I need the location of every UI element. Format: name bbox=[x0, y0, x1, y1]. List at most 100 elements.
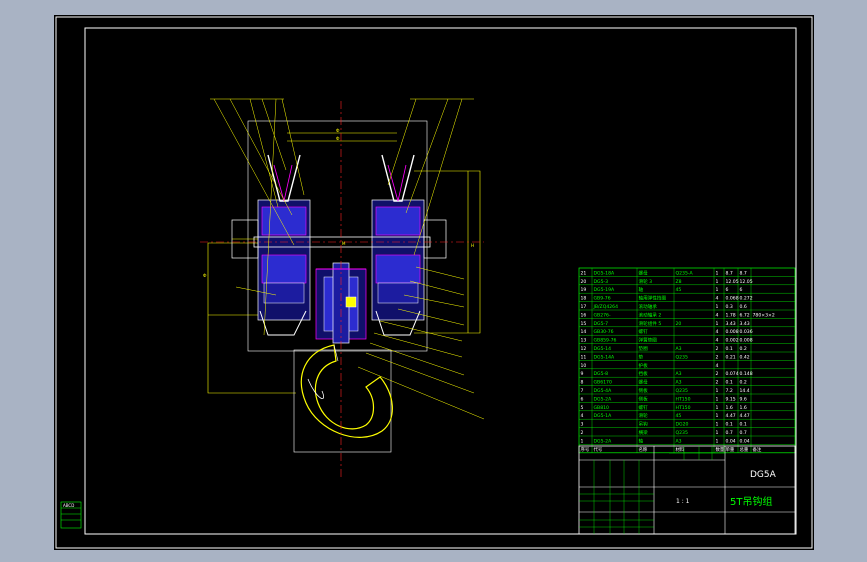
bom-cell-material: 45 bbox=[676, 413, 682, 419]
bom-cell-material: Q235-A bbox=[676, 270, 694, 276]
bom-cell-code: DG5-8 bbox=[594, 371, 609, 377]
bom-row: 10 护板 4 bbox=[579, 362, 795, 369]
bom-cell-code: DG5-14A bbox=[594, 354, 616, 360]
bom-cell-w2: 0.2 bbox=[740, 380, 747, 386]
bom-cell-w2: 3.43 bbox=[740, 321, 750, 327]
bom-cell-no: 13 bbox=[581, 338, 587, 344]
bom-cell-name: 滚动轴承 bbox=[639, 303, 658, 310]
bom-cell-no: 17 bbox=[581, 304, 587, 310]
bom-header-cell: 备注 bbox=[753, 446, 762, 453]
bom-cell-name: 侧板 bbox=[639, 387, 649, 394]
bom-cell-name: 垫圈 bbox=[639, 345, 649, 352]
bom-cell-no: 5 bbox=[581, 405, 584, 411]
bom-cell-w1: 0.3 bbox=[726, 304, 733, 310]
bom-cell-qty: 4 bbox=[716, 363, 719, 369]
dim-left: Ф bbox=[203, 273, 207, 278]
bom-cell-w2: 0.148 bbox=[740, 371, 753, 377]
bom-cell-name: 轴用弹性挡圈 bbox=[639, 295, 667, 302]
bom-cell-name: 吊钩 bbox=[639, 421, 649, 428]
bom-cell-name: 滚动轴承 2 bbox=[639, 311, 662, 318]
scale-mark: 1 : 1 bbox=[676, 498, 690, 505]
bom-cell-code: DG5-2A bbox=[594, 396, 613, 402]
bom-cell-name: 护板 bbox=[639, 362, 649, 369]
bom-cell-w2: 4.47 bbox=[740, 413, 750, 419]
bom-cell-w2: 0.6 bbox=[740, 304, 747, 310]
bom-cell-w1: 0.008 bbox=[726, 329, 739, 335]
bom-cell-name: 滑轮组件 5 bbox=[639, 320, 662, 327]
bom-cell-material: HT150 bbox=[676, 396, 691, 402]
bom-cell-qty: 2 bbox=[716, 371, 719, 377]
bom-cell-w2: 6.72 bbox=[740, 312, 750, 318]
bom-cell-material: A3 bbox=[676, 438, 682, 444]
leaders-left bbox=[235, 286, 277, 296]
bom-cell-w2: 0.7 bbox=[740, 430, 747, 436]
bom-cell-w1: 0.1 bbox=[726, 422, 733, 428]
bom-cell-qty: 1 bbox=[716, 396, 719, 402]
bom-cell-w2: 14.4 bbox=[740, 388, 750, 394]
bom-cell-w1: 0.21 bbox=[726, 354, 736, 360]
bom-cell-w1: 0.7 bbox=[726, 430, 733, 436]
outer-frame bbox=[55, 16, 813, 549]
bom-cell-w2: 0.2 bbox=[740, 346, 747, 352]
bom-cell-qty: 1 bbox=[716, 422, 719, 428]
bom-cell-qty: 1 bbox=[716, 413, 719, 419]
bom-cell-code: DG5-19A bbox=[594, 287, 616, 293]
bom-cell-material: A3 bbox=[676, 346, 682, 352]
bom-cell-material: 45 bbox=[676, 287, 682, 293]
bom-cell-w2: 0.1 bbox=[740, 422, 747, 428]
bom-cell-w1: 0.068 bbox=[726, 296, 739, 302]
bom-cell-no: 20 bbox=[581, 279, 587, 285]
bom-cell-qty: 4 bbox=[716, 296, 719, 302]
bom-cell-no: 14 bbox=[581, 329, 587, 335]
bom-cell-qty: 1 bbox=[716, 279, 719, 285]
hook-assembly: Ф Ф H Ф bbox=[200, 98, 485, 480]
bom-cell-w2: 0.04 bbox=[740, 438, 750, 444]
bom-cell-material: Z8 bbox=[676, 279, 682, 285]
bom-cell-no: 1 bbox=[581, 438, 584, 444]
cad-drawing: ABCD Ф Ф H Ф bbox=[55, 16, 813, 549]
bom-cell-qty: 1 bbox=[716, 388, 719, 394]
bom-cell-name: 横梁 bbox=[639, 429, 649, 436]
bom-cell-qty: 1 bbox=[716, 430, 719, 436]
bom-cell-name: 螺钉 bbox=[639, 404, 649, 411]
title-block: DG5A 5T吊钩组 1 : 1 bbox=[578, 445, 796, 535]
bom-header-cell: 名称 bbox=[639, 446, 648, 453]
bom-cell-w2: 9.6 bbox=[740, 396, 747, 402]
bom-cell-qty: 2 bbox=[716, 346, 719, 352]
bom-header-cell: 总重 bbox=[740, 446, 749, 453]
stamp-code: ABCD bbox=[63, 503, 74, 508]
bom-cell-no: 10 bbox=[581, 363, 587, 369]
bom-cell-qty: 1 bbox=[716, 405, 719, 411]
bom-cell-material: Q235 bbox=[676, 430, 688, 436]
bom-cell-w2: 1.6 bbox=[740, 405, 747, 411]
bom-row: 2 横梁 Q235 1 0.7 0.7 bbox=[579, 429, 795, 437]
bom-cell-name: 挡板 bbox=[639, 370, 649, 377]
bom-cell-w1: 3.43 bbox=[726, 321, 736, 327]
bom-cell-w1: 0.1 bbox=[726, 346, 733, 352]
dim-top-b: Ф bbox=[336, 136, 340, 141]
bom-cell-w2: 12.05 bbox=[740, 279, 753, 285]
bom-cell-material: A3 bbox=[676, 371, 682, 377]
bom-cell-name: 螺母 bbox=[639, 269, 649, 276]
bom-cell-no: 9 bbox=[581, 371, 584, 377]
bom-cell-w1: 4.47 bbox=[726, 413, 736, 419]
bom-header-cell: 单重 bbox=[726, 446, 735, 453]
bom-cell-code: GB276- bbox=[594, 312, 611, 318]
inner-frame bbox=[84, 27, 797, 535]
bom-cell-no: 2 bbox=[581, 430, 584, 436]
bom-cell-name: 侧板 bbox=[639, 395, 649, 402]
hook-body bbox=[293, 344, 393, 453]
leaders-right bbox=[357, 266, 485, 420]
bom-cell-qty: 1 bbox=[716, 321, 719, 327]
bom-cell-w1: 8.7 bbox=[726, 270, 733, 276]
